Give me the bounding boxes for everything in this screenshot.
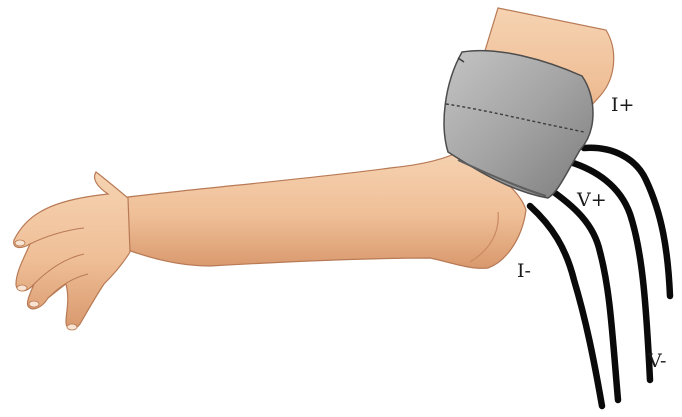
- fingernail: [29, 301, 39, 307]
- forearm: [120, 150, 526, 268]
- label-v-minus: V-: [648, 352, 666, 371]
- label-i-minus: I-: [517, 262, 531, 281]
- label-v-plus: V+: [577, 191, 607, 210]
- fingernail: [15, 240, 25, 246]
- label-i-plus: I+: [611, 96, 634, 115]
- wire-i-minus: [548, 188, 618, 400]
- fingernail: [67, 324, 77, 330]
- wire-i-plus: [584, 148, 670, 296]
- fingernail: [17, 285, 27, 291]
